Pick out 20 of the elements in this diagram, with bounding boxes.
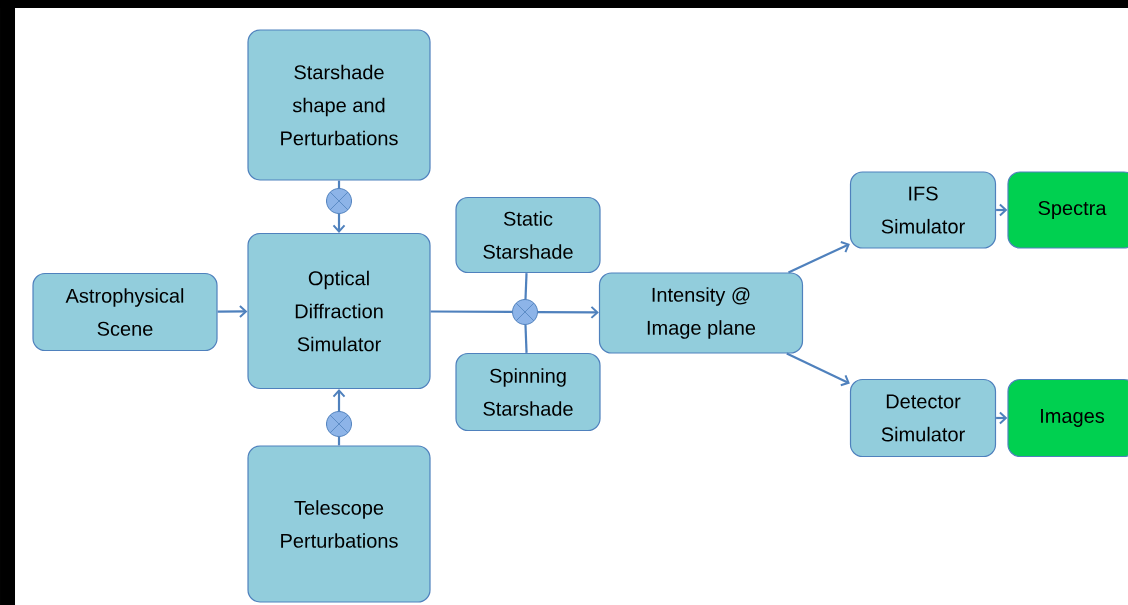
process-box: Static Starshade [455,196,601,274]
multiplier-circle [326,411,352,437]
output-box: Images [1007,378,1128,458]
output-box: Spectra [1007,171,1128,249]
process-box: Detector Simulator [849,378,997,458]
arrow [786,352,850,387]
multiplier-circle [512,299,538,325]
process-box: Starshade shape and Perturbations [247,29,431,181]
process-box: IFS Simulator [849,171,997,249]
process-box: Spinning Starshade [455,352,601,432]
arrow [538,305,599,319]
multiplier-circle [326,188,352,214]
arrow [788,241,850,274]
process-box: Astrophysical Scene [32,272,218,352]
arrow [217,304,248,318]
process-box: Optical Diffraction Simulator [247,232,431,390]
process-box: Telescope Perturbations [247,445,431,603]
arrow [332,389,346,411]
arrow [332,214,346,233]
process-box: Intensity @ Image plane [598,272,804,354]
